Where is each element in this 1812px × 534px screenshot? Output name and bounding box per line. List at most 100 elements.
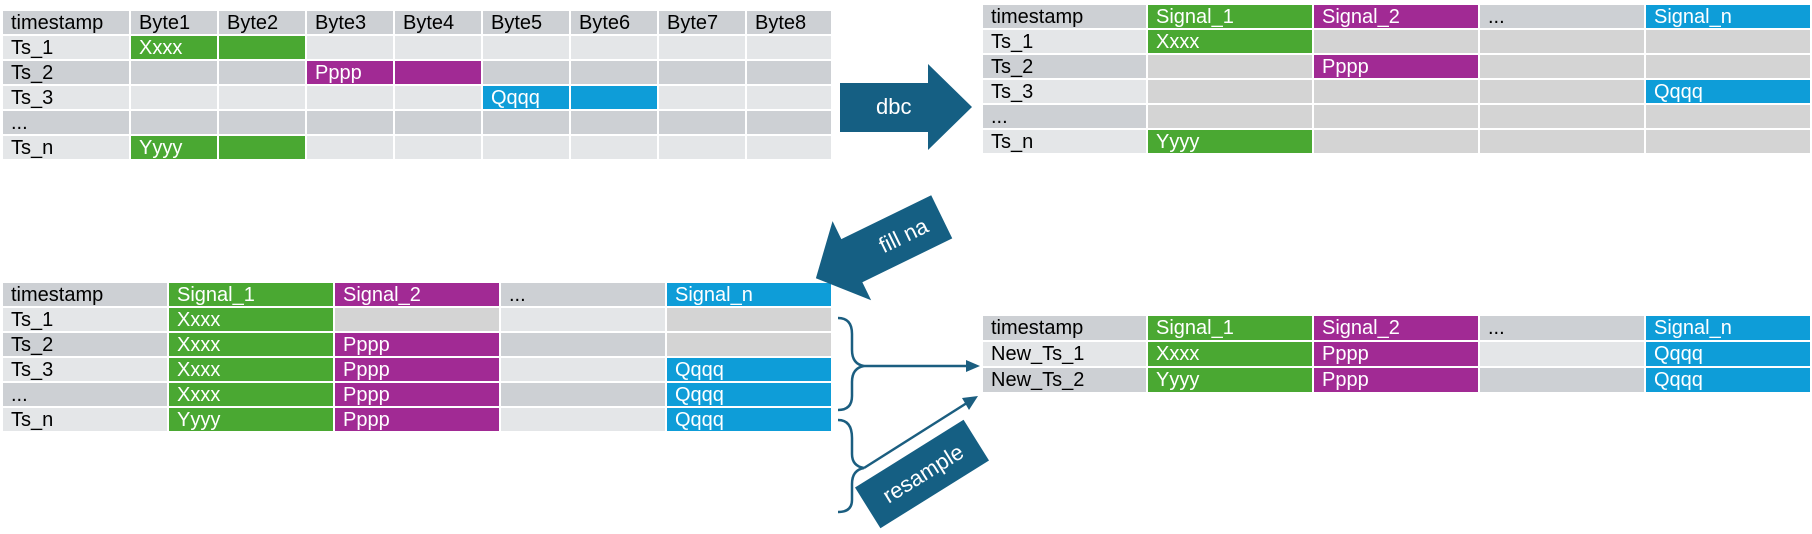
resampled-cell: Pppp — [1312, 366, 1480, 394]
decoded-cell — [1312, 128, 1480, 155]
raw-cell — [657, 34, 747, 61]
raw-cell — [481, 109, 571, 136]
resampled-header-cell: ... — [1478, 314, 1646, 342]
raw-cell — [217, 59, 307, 86]
filled-cell: Pppp — [333, 406, 501, 433]
decoded-cell — [1644, 128, 1812, 155]
raw-cell — [305, 84, 395, 111]
raw-cell — [569, 59, 659, 86]
resampled-header-cell: Signal_1 — [1146, 314, 1314, 342]
filled-header-cell: Signal_1 — [167, 281, 335, 308]
decoded-cell — [1478, 78, 1646, 105]
raw-cell: Pppp — [305, 59, 395, 86]
filled-header-cell: Signal_2 — [333, 281, 501, 308]
raw-cell: Ts_2 — [1, 59, 131, 86]
filled-cell — [333, 306, 501, 333]
filled-cell: Pppp — [333, 331, 501, 358]
raw-cell: Qqqq — [481, 84, 571, 111]
filled-cell — [499, 306, 667, 333]
filled-cell — [499, 381, 667, 408]
raw-cell: Ts_3 — [1, 84, 131, 111]
dbc-label: dbc — [876, 94, 912, 119]
decoded-cell — [1644, 28, 1812, 55]
raw-cell — [745, 84, 833, 111]
raw-cell — [129, 109, 219, 136]
raw-cell — [569, 34, 659, 61]
raw-cell — [217, 34, 307, 61]
filled-cell: Qqqq — [665, 356, 833, 383]
raw-cell — [745, 34, 833, 61]
filled-cell: Ts_2 — [1, 331, 169, 358]
decoded-cell — [1478, 128, 1646, 155]
raw-cell — [569, 84, 659, 111]
raw-header-cell: Byte7 — [657, 9, 747, 36]
raw-cell: Yyyy — [129, 134, 219, 161]
decoded-cell: Yyyy — [1146, 128, 1314, 155]
dbc-arrow — [840, 64, 972, 150]
filled-cell: Ts_n — [1, 406, 169, 433]
decoded-cell — [1312, 28, 1480, 55]
resampled-header-cell: Signal_2 — [1312, 314, 1480, 342]
filled-cell: Qqqq — [665, 381, 833, 408]
raw-cell — [305, 109, 395, 136]
raw-cell — [393, 34, 483, 61]
raw-cell — [217, 84, 307, 111]
decoded-cell — [1478, 53, 1646, 80]
decoded-cell: Xxxx — [1146, 28, 1314, 55]
filled-cell: Ts_3 — [1, 356, 169, 383]
raw-cell — [217, 134, 307, 161]
decoded-cell: Pppp — [1312, 53, 1480, 80]
filled-cell: Pppp — [333, 381, 501, 408]
filled-header-cell: timestamp — [1, 281, 169, 308]
raw-cell — [481, 34, 571, 61]
fill-na-arrow — [815, 195, 953, 301]
raw-header-cell: Byte5 — [481, 9, 571, 36]
resampled-cell: Pppp — [1312, 340, 1480, 368]
raw-cell — [745, 134, 833, 161]
raw-cell — [217, 109, 307, 136]
decoded-header-cell: ... — [1478, 3, 1646, 30]
decoded-cell: Ts_3 — [981, 78, 1148, 105]
decoded-header-cell: Signal_n — [1644, 3, 1812, 30]
filled-cell: Xxxx — [167, 356, 335, 383]
raw-cell — [481, 59, 571, 86]
resampled-cell: Yyyy — [1146, 366, 1314, 394]
resampled-cell: New_Ts_2 — [981, 366, 1148, 394]
resampled-cell: Qqqq — [1644, 340, 1812, 368]
decoded-cell — [1312, 78, 1480, 105]
connector-lower — [863, 399, 971, 470]
resample-box — [855, 419, 989, 529]
raw-cell: ... — [1, 109, 131, 136]
decoded-table-row: ... — [981, 103, 1812, 130]
raw-header-cell: timestamp — [1, 9, 131, 36]
filled-cell: Pppp — [333, 356, 501, 383]
filled-cell — [499, 406, 667, 433]
decoded-header-cell: Signal_1 — [1146, 3, 1314, 30]
resampled-header-cell: timestamp — [981, 314, 1148, 342]
raw-header-cell: Byte1 — [129, 9, 219, 36]
filled-header-cell: Signal_n — [665, 281, 833, 308]
resampled-cell: New_Ts_1 — [981, 340, 1148, 368]
raw-cell — [745, 59, 833, 86]
brace-upper — [837, 316, 865, 412]
raw-header-cell: Byte2 — [217, 9, 307, 36]
decoded-cell — [1146, 78, 1314, 105]
filled-cell — [665, 306, 833, 333]
filled-cell: Ts_1 — [1, 306, 169, 333]
filled-cell: Yyyy — [167, 406, 335, 433]
filled-cell: Qqqq — [665, 406, 833, 433]
decoded-cell — [1644, 53, 1812, 80]
